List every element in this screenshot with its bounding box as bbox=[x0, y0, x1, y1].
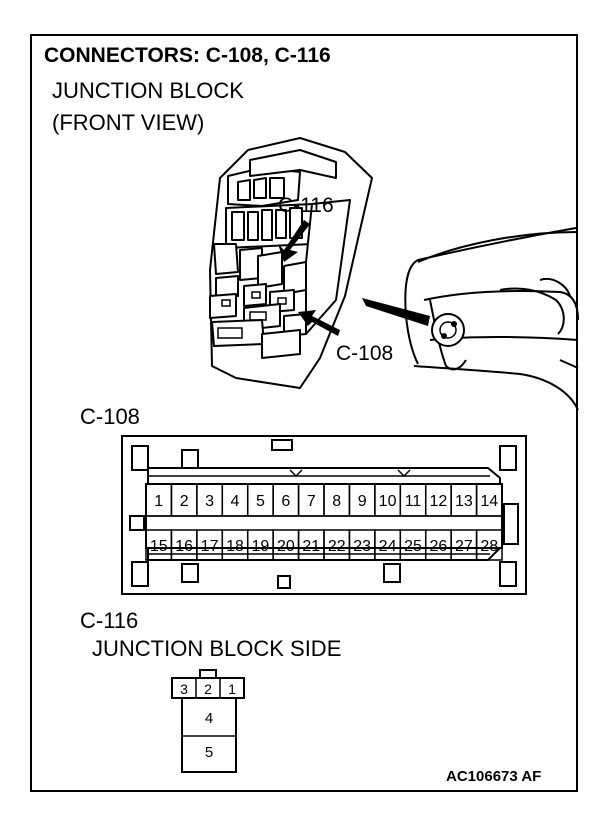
pin-cavity bbox=[475, 529, 503, 561]
c116-section-label: C-116 bbox=[80, 608, 139, 633]
pin-number: 5 bbox=[205, 744, 213, 761]
pin-number: 15 bbox=[150, 538, 168, 555]
c116-callout: C-116 bbox=[278, 194, 334, 217]
pin-cavity bbox=[475, 483, 503, 517]
pin-number: 20 bbox=[277, 538, 295, 555]
pin-number: 17 bbox=[201, 538, 219, 555]
junction-block-label: JUNCTION BLOCK bbox=[52, 78, 244, 103]
pin-number: 9 bbox=[358, 493, 367, 510]
pin-number: 23 bbox=[353, 538, 371, 555]
pin-number: 14 bbox=[480, 493, 498, 510]
pin-number: 1 bbox=[228, 681, 236, 697]
pin-number: 24 bbox=[379, 538, 397, 555]
pin-number: 18 bbox=[226, 538, 244, 555]
junction-block-side-label: JUNCTION BLOCK SIDE bbox=[92, 636, 342, 661]
pin-number: 11 bbox=[405, 493, 422, 510]
pin-number: 13 bbox=[455, 493, 473, 510]
pin-number: 1 bbox=[154, 493, 163, 510]
pin-number: 12 bbox=[430, 493, 448, 510]
location-arrow bbox=[362, 298, 430, 326]
pin-number: 7 bbox=[307, 493, 316, 510]
pin-number: 3 bbox=[180, 681, 188, 697]
pin-number: 4 bbox=[231, 493, 240, 510]
pin-number: 10 bbox=[379, 493, 397, 510]
c108-section-label: C-108 bbox=[80, 404, 140, 429]
c116-arrow bbox=[278, 220, 310, 262]
pin-number: 4 bbox=[205, 710, 213, 727]
pin-number: 3 bbox=[205, 493, 214, 510]
c108-arrow bbox=[298, 310, 340, 336]
pin-number: 28 bbox=[480, 538, 498, 555]
diagram-frame bbox=[30, 34, 578, 792]
front-view-label: (FRONT VIEW) bbox=[52, 110, 205, 135]
pin-number: 26 bbox=[430, 538, 448, 555]
pin-number: 19 bbox=[252, 538, 270, 555]
pin-number: 21 bbox=[302, 538, 320, 555]
pin-number: 16 bbox=[175, 538, 193, 555]
pin-number: 25 bbox=[404, 538, 422, 555]
pin-number: 6 bbox=[281, 493, 290, 510]
pin-number: 27 bbox=[455, 538, 473, 555]
pin-number: 22 bbox=[328, 538, 346, 555]
c108-callout: C-108 bbox=[336, 342, 393, 365]
pin-number: 2 bbox=[180, 493, 189, 510]
pin-number: 2 bbox=[204, 681, 212, 697]
c108-bottom-row: 15 16 17 18 19 20 21 22 23 24 25 26 27 28 bbox=[145, 529, 503, 561]
pin-number: 5 bbox=[256, 493, 265, 510]
diagram-title: CONNECTORS: C-108, C-116 bbox=[44, 44, 331, 67]
figure-id: AC106673 AF bbox=[446, 768, 542, 785]
pin-number: 8 bbox=[332, 493, 341, 510]
